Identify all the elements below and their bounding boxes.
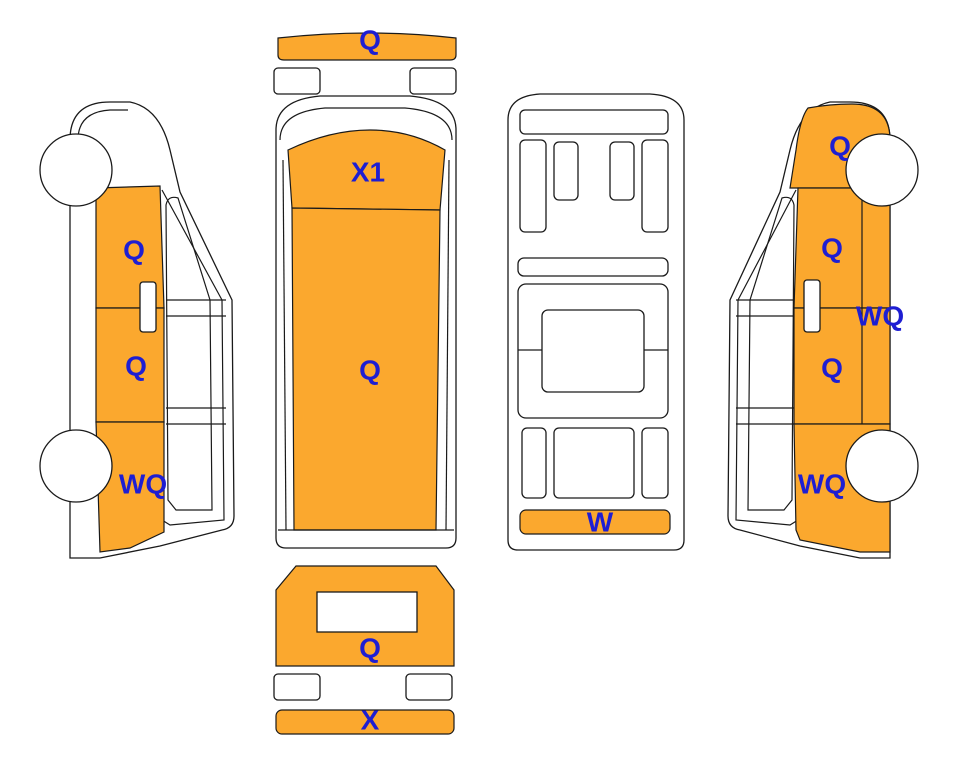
left-door-handle [139,281,157,333]
underbody-view [507,93,685,551]
roof-front-label: X1 [351,157,385,188]
rear-view [273,565,455,735]
damage-labels: Q X1 Q Q X W Q Q WQ Q Q WQ Q WQ [119,25,904,736]
right-front-wheel [845,133,919,207]
left-taillight [273,673,321,701]
rear-bumper-panel[interactable] [275,709,455,735]
right-taillight [405,673,453,701]
right-rear-wheel [845,429,919,503]
right-side-view [727,101,919,559]
front-bumper-panel[interactable] [277,32,457,61]
right-door-handle [803,279,821,333]
left-headlight [273,67,321,95]
left-side-view [39,101,235,559]
right-rear-label: WQ [798,469,846,500]
roof-front-panel[interactable] [287,129,446,211]
right-headlight [409,67,457,95]
roof-main-label: Q [359,355,381,386]
underbody-rear-panel[interactable] [519,509,671,535]
left-front-wheel [39,133,113,207]
left-rear-wheel [39,429,113,503]
right-front-label: Q [821,233,843,264]
front-bumper-label: Q [359,25,381,56]
left-rear-label: WQ [119,469,167,500]
left-mid-label: Q [125,351,147,382]
underbody-rear-label: W [587,507,614,538]
left-rear-panel[interactable] [95,421,165,553]
right-front-fender-label: Q [829,131,851,162]
rear-door-label: Q [359,633,381,664]
rear-bumper-label: X [361,705,380,736]
right-door-seam-label: WQ [856,301,904,332]
top-view [273,32,457,549]
left-front-label: Q [123,235,145,266]
rear-window [316,591,418,633]
right-mid-label: Q [821,353,843,384]
